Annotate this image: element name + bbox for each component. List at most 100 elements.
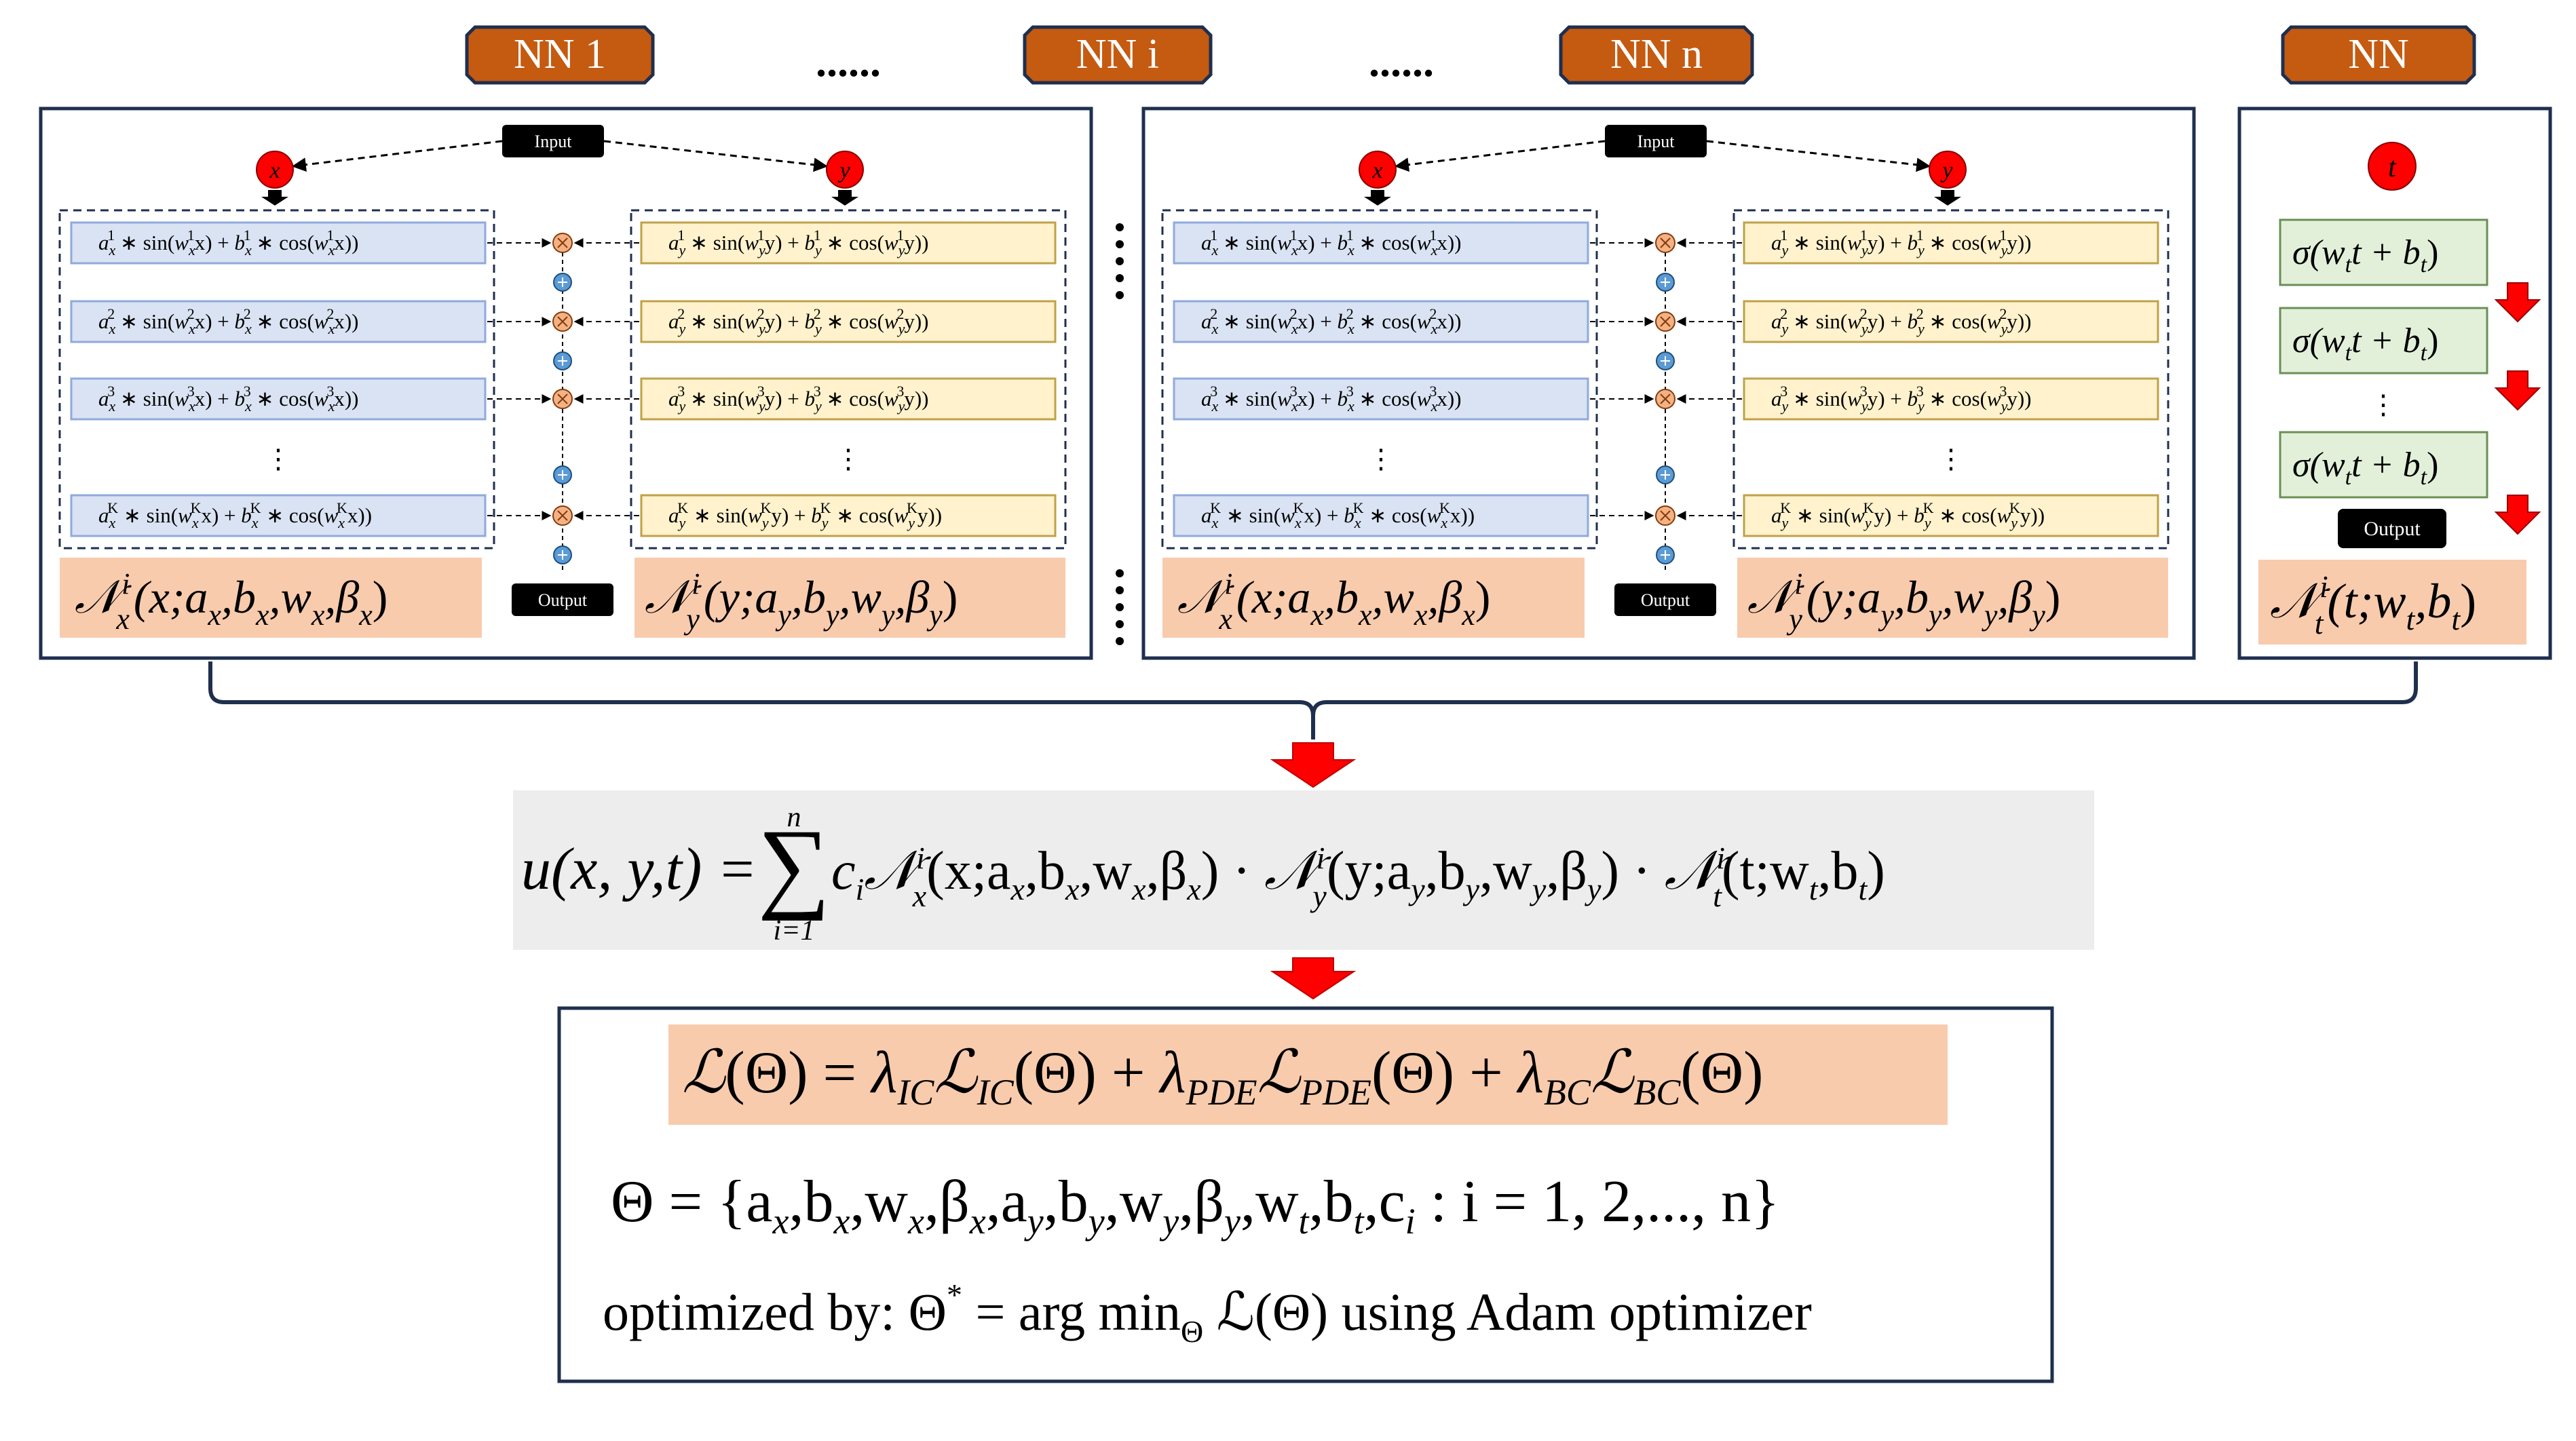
y-basis-formula: ay2 ∗ sin(wy2y) + by2 ∗ cos(wy2y)) <box>1771 305 2032 337</box>
arrow-down-icon <box>2494 282 2541 323</box>
y-basis-formula: ay3 ∗ sin(wy3y) + by3 ∗ cos(wy3y)) <box>668 383 929 415</box>
nnn-tab: NN n <box>1559 25 1754 85</box>
arrow-down-icon <box>831 190 858 206</box>
plus-glyph <box>1661 550 1670 560</box>
input-to-y-arrow <box>1706 140 1931 172</box>
multiply-glyph <box>1660 510 1671 521</box>
arrow-down-icon <box>1934 190 1961 206</box>
time-layer <box>2279 307 2488 374</box>
time-layer-formula: σ(wtt + bt) <box>2292 233 2438 277</box>
multiply-glyph <box>557 237 568 248</box>
plus-glyph <box>1661 470 1670 480</box>
x-node-label: x <box>269 158 280 183</box>
nx-label-box <box>1162 558 1585 638</box>
x-node <box>1359 151 1397 189</box>
loss-formulas: ℒ(Θ) = λICℒIC(Θ) + λPDEℒPDE(Θ) + λBCℒBC(… <box>603 1040 1812 1349</box>
y-basis-formula: ay3 ∗ sin(wy3y) + by3 ∗ cos(wy3y)) <box>1771 383 2032 415</box>
x-basis-row <box>70 300 487 343</box>
y-node-label: y <box>1940 158 1953 183</box>
y-node <box>1929 151 1967 189</box>
y-node <box>826 151 864 189</box>
theta-set: Θ = {ax,bx,wx,βx,ay,by,wy,βy,wt,bt,ci : … <box>611 1169 1779 1242</box>
plus-glyph <box>558 550 567 560</box>
sum-lhs: u(x, y,t) = <box>521 837 757 902</box>
multiply-glyph <box>557 510 568 521</box>
y-basis-row <box>640 494 1057 537</box>
layer-ellipsis: ⋮ <box>2370 389 2397 420</box>
arrow-down-icon <box>1270 957 1357 1000</box>
nnt-tab-label: NN <box>2348 31 2409 77</box>
nn1-tab-label: NN 1 <box>514 31 606 77</box>
row-ellipsis: ⋮ <box>1367 444 1395 474</box>
input-node <box>502 125 604 157</box>
x-basis-formula: axK ∗ sin(wxKx) + bxK ∗ cos(wxKx)) <box>1201 499 1475 531</box>
nni-tab: NN i <box>1023 25 1213 85</box>
plus-glyph <box>558 356 567 366</box>
plus-glyph <box>558 470 567 480</box>
t-node-label: t <box>2388 152 2397 183</box>
time-layer <box>2279 431 2488 499</box>
y-basis-row <box>1743 300 2159 343</box>
x-basis-row <box>70 377 487 421</box>
t-node <box>2368 142 2417 191</box>
arrow-down-icon <box>2494 370 2541 411</box>
x-node <box>256 151 294 189</box>
x-basis-formula: ax3 ∗ sin(wx3x) + bx3 ∗ cos(wx3x)) <box>1201 383 1462 415</box>
y-basis-formula: ayK ∗ sin(wyKy) + byK ∗ cos(wyKy)) <box>1771 499 2045 531</box>
arrow-down-icon <box>1270 742 1357 788</box>
y-basis-group <box>1732 209 2170 550</box>
x-node-label: x <box>1371 158 1382 183</box>
ny-label-box <box>634 558 1065 638</box>
ellipsis-2: ...... <box>1369 37 1434 85</box>
time-network-block: tσ(wtt + bt)σ(wtt + bt)σ(wtt + bt)⋮Outpu… <box>2237 107 2552 660</box>
nx-label-box <box>60 558 482 638</box>
output-label: Output <box>1641 590 1690 610</box>
y-basis-group <box>630 209 1067 550</box>
time-layer <box>2279 218 2488 286</box>
multiply-glyph <box>557 393 568 404</box>
nn1-tab: NN 1 <box>465 25 655 85</box>
x-basis-row <box>1173 300 1589 343</box>
x-basis-row <box>70 221 487 265</box>
multiply-glyph <box>1660 393 1671 404</box>
row-ellipsis: ⋮ <box>835 444 862 474</box>
input-to-x-arrow <box>291 140 503 172</box>
multiply-glyph <box>1660 316 1671 327</box>
input-label: Input <box>535 132 573 151</box>
plus-glyph <box>558 277 567 287</box>
multiply-glyph <box>1660 237 1671 248</box>
ellipsis-1: ...... <box>816 37 881 85</box>
sum-lower: i=1 <box>773 915 814 946</box>
sum-upper: n <box>787 802 801 833</box>
x-basis-row <box>1173 494 1589 537</box>
plus-glyph <box>1661 356 1670 366</box>
y-basis-formula: ayK ∗ sin(wyKy) + byK ∗ cos(wyKy)) <box>668 499 942 531</box>
nt-label-box <box>2258 560 2526 645</box>
input-to-y-arrow <box>603 140 829 172</box>
x-basis-row <box>1173 221 1589 265</box>
plus-glyph <box>1661 277 1670 287</box>
x-basis-group <box>58 209 495 550</box>
input-node <box>1605 125 1707 157</box>
arrow-down-icon <box>261 190 288 206</box>
multiply-glyph <box>557 316 568 327</box>
y-basis-formula: ay1 ∗ sin(wy1y) + by1 ∗ cos(wy1y)) <box>1771 227 2032 258</box>
y-basis-row <box>640 221 1057 265</box>
between-blocks-dots <box>1116 223 1124 645</box>
x-basis-formula: axK ∗ sin(wxKx) + bxK ∗ cos(wxKx)) <box>98 499 372 531</box>
y-basis-row <box>1743 377 2159 421</box>
x-basis-formula: ax2 ∗ sin(wx2x) + bx2 ∗ cos(wx2x)) <box>98 305 359 337</box>
optimization-line: optimized by: Θ* = arg minΘ ℒ(Θ) using A… <box>603 1277 1812 1349</box>
sum-formula-panel <box>513 790 2094 950</box>
input-label: Input <box>1637 132 1675 151</box>
time-layer-formula: σ(wtt + bt) <box>2292 446 2438 490</box>
y-basis-formula: ay1 ∗ sin(wy1y) + by1 ∗ cos(wy1y)) <box>668 227 929 258</box>
loss-highlight <box>668 1024 1948 1125</box>
output-node <box>512 583 613 616</box>
x-basis-formula: ax3 ∗ sin(wx3x) + bx3 ∗ cos(wx3x)) <box>98 383 359 415</box>
x-basis-formula: ax1 ∗ sin(wx1x) + bx1 ∗ cos(wx1x)) <box>1201 227 1462 258</box>
